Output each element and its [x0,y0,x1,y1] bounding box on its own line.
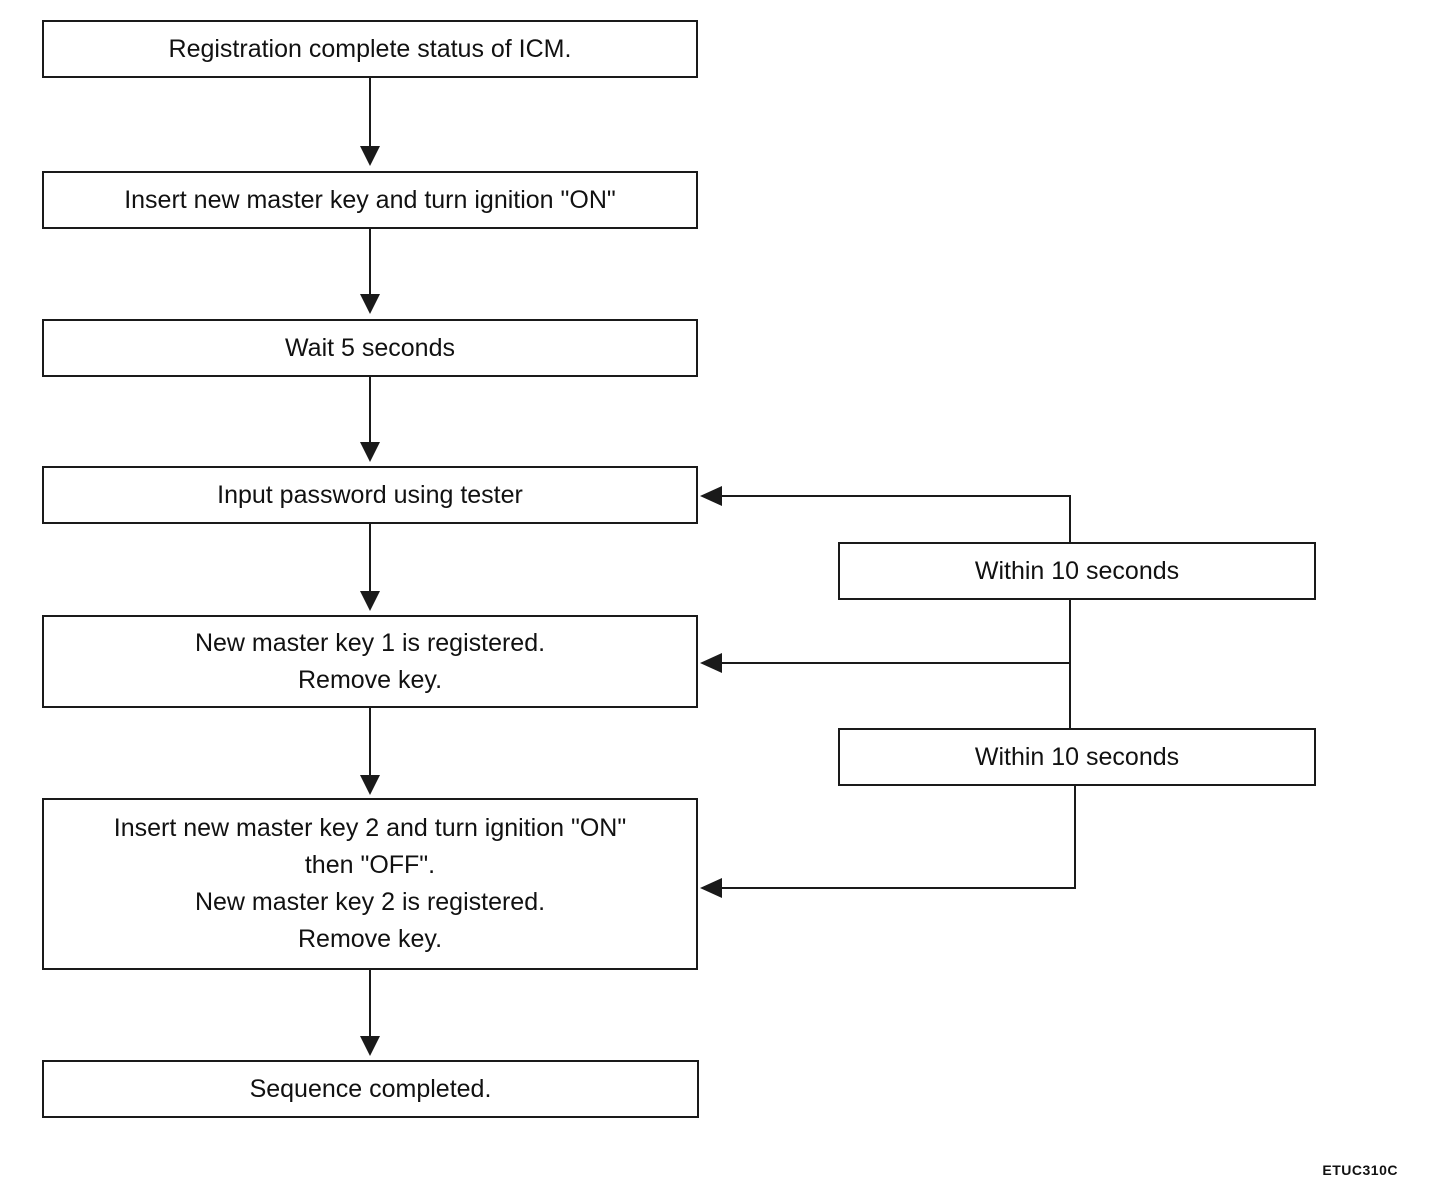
step-text-line-2: then "OFF". [304,851,436,879]
step-registration-status: Registration complete status of ICM. [42,20,698,78]
step-text-line-2: Remove key. [297,665,443,694]
step-text-line-4: Remove key. [297,925,443,953]
timer2-to-step6-line [722,786,1076,889]
arrowhead-down-icon [360,146,380,166]
step-text-line-1: New master key 1 is registered. [194,628,546,657]
step-wait: Wait 5 seconds [42,319,698,377]
arrowhead-left-icon [700,653,722,673]
arrowhead-down-icon [360,1036,380,1056]
timer-label: Within 10 seconds [974,556,1180,585]
arrowhead-down-icon [360,775,380,795]
step-key2-registered: Insert new master key 2 and turn ignitio… [42,798,698,970]
arrowhead-down-icon [360,591,380,611]
timer1-to-step4-line [722,495,1071,542]
step-text-line-1: Insert new master key 2 and turn ignitio… [113,814,627,842]
step-key1-registered: New master key 1 is registered. Remove k… [42,615,698,708]
step-text: Insert new master key and turn ignition … [124,185,616,214]
step-text: Sequence completed. [249,1074,492,1103]
arrowhead-left-icon [700,486,722,506]
figure-id: ETUC310C [1322,1162,1398,1178]
step-insert-master-key: Insert new master key and turn ignition … [42,171,698,229]
step-text: Input password using tester [217,480,523,509]
timer-box-1: Within 10 seconds [838,542,1316,600]
step-text: Registration complete status of ICM. [168,34,572,63]
step-text-line-3: New master key 2 is registered. [194,888,546,916]
step-sequence-completed: Sequence completed. [42,1060,699,1118]
step-input-password: Input password using tester [42,466,698,524]
step-text: Wait 5 seconds [285,333,455,362]
timer-label: Within 10 seconds [974,742,1180,771]
timer-box-2: Within 10 seconds [838,728,1316,786]
arrowhead-down-icon [360,294,380,314]
arrowhead-left-icon [700,878,722,898]
arrowhead-down-icon [360,442,380,462]
